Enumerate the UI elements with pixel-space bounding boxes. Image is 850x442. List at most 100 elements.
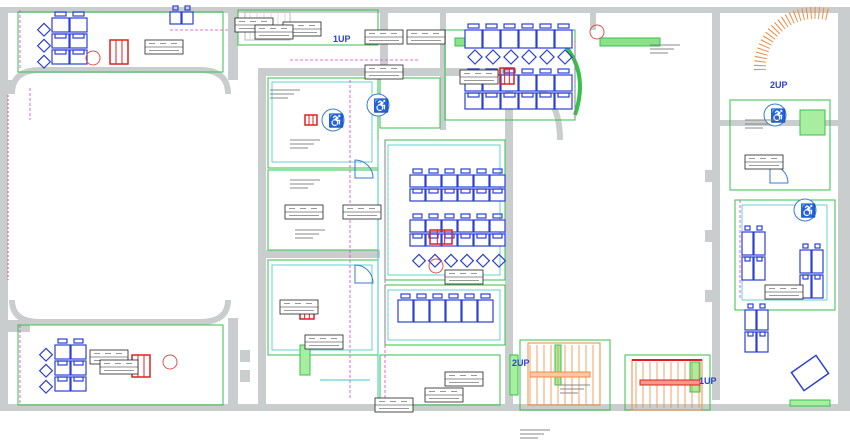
diamond-chair (38, 347, 54, 362)
top-center-lower-desk (554, 74, 573, 92)
top-left-small-chair (184, 5, 191, 11)
bottom-left-desk (54, 360, 71, 376)
wheelchair-icon-glyph: ♿ (770, 108, 786, 123)
center-bottom-desk (413, 299, 430, 323)
top-center-lower-chair (539, 68, 552, 74)
wheelchair-icon-glyph: ♿ (328, 113, 344, 128)
room-outline (271, 264, 373, 351)
center-desk (425, 174, 442, 188)
top-center-lower-chair (485, 92, 498, 98)
pillar (240, 370, 250, 382)
top-center-lower-desk (536, 74, 555, 92)
top-left-chair (72, 11, 85, 17)
stair-label-1up-top: 1UP (333, 34, 351, 44)
door-swing (354, 264, 374, 284)
red-furniture (109, 39, 129, 65)
room-partition (734, 199, 836, 311)
staircases (244, 6, 832, 411)
center-desk (457, 188, 474, 202)
room-outline (387, 144, 501, 276)
wall-segment (265, 250, 380, 258)
pillar (705, 290, 715, 302)
center-desk (409, 188, 426, 202)
bottom-left-desk (54, 376, 71, 392)
room-partition (379, 354, 501, 406)
center-bottom-chair (448, 293, 459, 299)
top-center-desk (536, 29, 555, 49)
center-bottom-desk (445, 299, 462, 323)
center-bottom-chair (480, 293, 491, 299)
room-number-circle (428, 258, 444, 274)
diamond-chair (38, 363, 54, 378)
wheelchair-icon-glyph: ♿ (373, 98, 389, 113)
top-left-chair (54, 33, 67, 39)
right-lower-chair (747, 303, 754, 309)
room-outline (387, 289, 501, 341)
center-lower-chair (428, 213, 439, 219)
door-swing (354, 159, 374, 179)
center-chair (476, 168, 487, 174)
top-center-lower-desk (518, 74, 537, 92)
center-lower-desk (473, 233, 490, 247)
wheelchair-icon-glyph: ♿ (800, 203, 816, 218)
red-furniture (304, 114, 318, 126)
center-lower-desk (409, 233, 426, 247)
center-bottom-chair (416, 293, 427, 299)
bottom-left-desk (70, 376, 87, 392)
top-left-chair (54, 49, 67, 55)
diamond-chair (557, 49, 573, 65)
center-bottom-chair (464, 293, 475, 299)
center-chair (460, 188, 471, 194)
diamond-chair (36, 38, 52, 53)
center-desk (489, 188, 506, 202)
diamond-chair (539, 49, 555, 65)
wall-segment (228, 318, 238, 410)
center-lower-desk (489, 219, 506, 233)
right-upper-chair (744, 225, 751, 231)
cabinet (299, 344, 311, 376)
top-center-chair (485, 23, 498, 29)
center-chair (444, 188, 455, 194)
center-lower-desk (473, 219, 490, 233)
center-desk (441, 174, 458, 188)
top-left-chair (54, 11, 67, 17)
wall-segment (0, 320, 30, 332)
center-lower-chair (492, 233, 503, 239)
center-lower-chair (412, 233, 423, 239)
center-desk (441, 188, 458, 202)
pillar (240, 350, 250, 362)
bottom-left-chair (57, 360, 68, 366)
room-outline (271, 81, 373, 163)
wall-segment (0, 80, 12, 94)
center-lower-desk (441, 219, 458, 233)
top-left-small-chair (172, 5, 179, 11)
top-center-desk (518, 29, 537, 49)
diamond-chair (36, 54, 52, 69)
bottom-left-desk (70, 360, 87, 376)
center-lower-desk (409, 219, 426, 233)
stair-landing (529, 371, 591, 378)
top-center-desk (464, 29, 483, 49)
diamond-chair (411, 253, 427, 268)
right-middle-chair (802, 243, 809, 249)
wall-segment (712, 10, 720, 400)
top-center-chair (539, 23, 552, 29)
staircase-2up (527, 342, 601, 406)
wall-segment (0, 404, 850, 410)
wall-segment (228, 10, 238, 80)
center-chair (492, 188, 503, 194)
center-desk (425, 188, 442, 202)
room-number-circle (589, 24, 605, 40)
top-center-chair (503, 23, 516, 29)
diamond-chair (443, 253, 459, 268)
top-center-lower-chair (503, 92, 516, 98)
center-chair (412, 188, 423, 194)
right-upper-chair (744, 256, 751, 262)
center-lower-chair (460, 233, 471, 239)
pillar (705, 170, 715, 182)
top-center-desk (500, 29, 519, 49)
center-chair (428, 168, 439, 174)
room-partition (267, 77, 379, 169)
room-partition (17, 11, 224, 73)
